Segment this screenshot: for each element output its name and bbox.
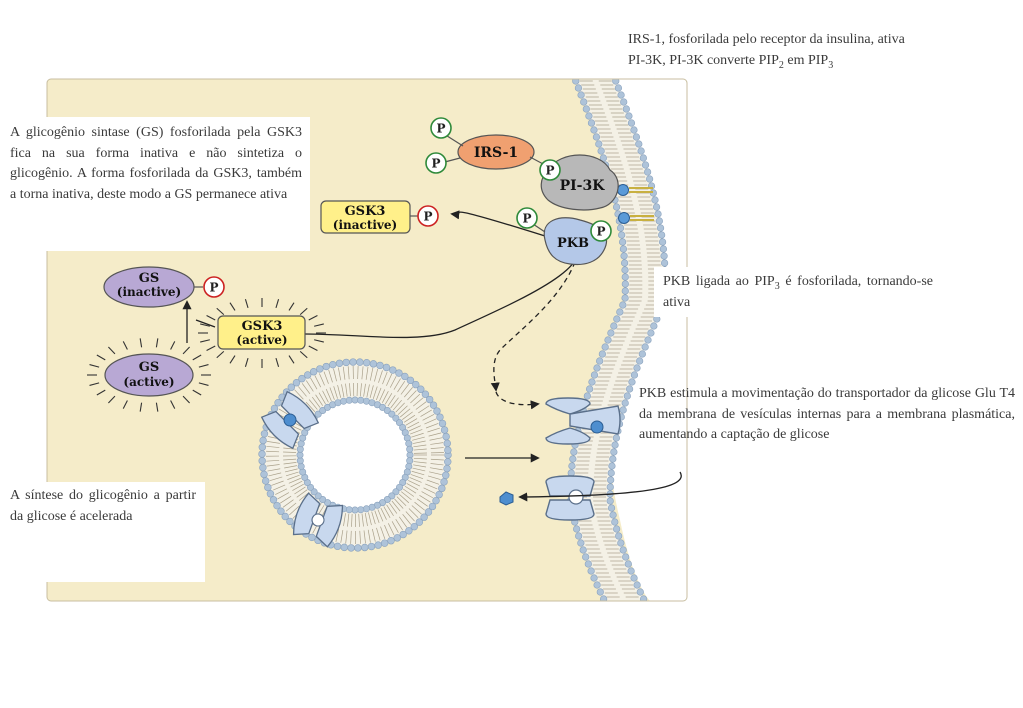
gsk3-inactive-name: GSK3 (345, 204, 386, 219)
gs-active-state: (active) (123, 375, 174, 389)
gs-inactive-state: (inactive) (117, 285, 181, 299)
glucose-icon (499, 491, 514, 506)
glut4-transporter-top (545, 397, 621, 445)
phosphate-icon: P (430, 117, 452, 139)
phosphate-icon: P (590, 220, 612, 242)
phosphate-icon: P (203, 276, 225, 298)
note-glycogen-synthesis: A síntese do glicogênio a partir da glic… (0, 482, 205, 582)
phosphate-icon: P (417, 205, 439, 227)
svg-text:P: P (423, 210, 432, 224)
phosphate-groups: P P P P P P P (203, 117, 612, 298)
note-glycogen-synthase: A glicogênio sintase (GS) fosforilada pe… (0, 117, 310, 251)
gsk3-inactive-state: (inactive) (333, 218, 397, 232)
svg-text:P: P (431, 157, 440, 171)
arrow-gsk3-to-gs (195, 319, 216, 328)
svg-text:P: P (522, 212, 531, 226)
gsk3-active-name: GSK3 (242, 319, 283, 334)
arrow-pkb-to-glut4-dashed (490, 261, 576, 392)
note-irs1: IRS-1, fosforilada pelo receptor da insu… (628, 30, 998, 71)
pi3k-label: PI-3K (560, 178, 606, 194)
glut4-vesicle (258, 358, 452, 552)
pkb-label: PKB (557, 236, 589, 251)
glut4-transporter-bottom (545, 475, 595, 521)
arrow-glucose-uptake (518, 471, 682, 502)
arrow-pkb-to-gsk3 (450, 210, 546, 237)
gsk3-inactive-box (320, 200, 411, 234)
irs1-label: IRS-1 (474, 145, 518, 161)
gsk3-active-box (217, 315, 306, 350)
gs-inactive-name: GS (139, 271, 160, 286)
gsk3-active-rays (198, 298, 326, 368)
svg-text:P: P (436, 122, 445, 136)
irs1-protein (457, 134, 535, 170)
gs-inactive (103, 266, 195, 308)
svg-text:P: P (596, 225, 605, 239)
phosphate-icon: P (516, 207, 538, 229)
gs-active (104, 353, 194, 397)
gs-active-rays (87, 338, 211, 412)
note-glut4: PKB estimula a movimentação do transport… (639, 386, 1015, 442)
svg-text:P: P (209, 281, 218, 295)
note-pkb: PKB ligada ao PIP3 é fosforilada, tornan… (654, 267, 933, 317)
svg-text:P: P (545, 164, 554, 178)
phosphate-icon: P (425, 152, 447, 174)
phosphate-icon: P (539, 159, 561, 181)
gsk3-active-state: (active) (236, 333, 287, 347)
gs-active-name: GS (139, 360, 160, 375)
